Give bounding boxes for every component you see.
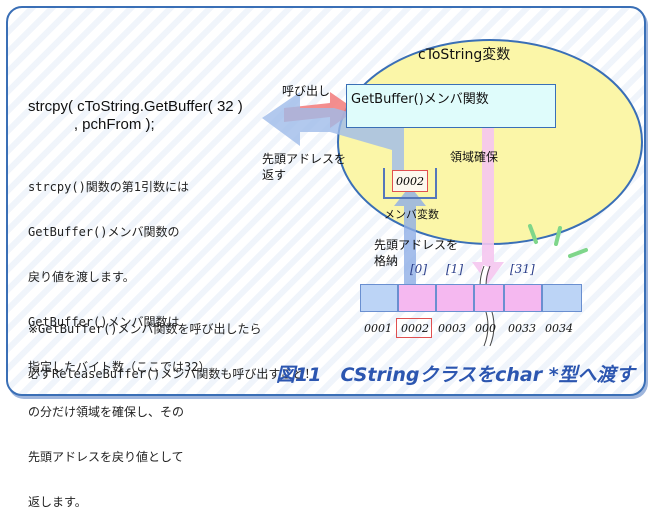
array-index: [0] xyxy=(410,262,427,276)
return-arrow xyxy=(262,92,404,178)
return-address-label-line1: 先頭アドレスを xyxy=(262,152,347,166)
description-line: GetBuffer()メンバ関数の xyxy=(28,225,180,239)
address-label: 0034 xyxy=(545,322,573,335)
store-address-label-line1: 先頭アドレスを xyxy=(374,238,459,252)
getbuffer-box-label: GetBuffer()メンバ関数 xyxy=(351,92,489,107)
note-text: ※GetBuffer()メンバ関数を呼び出したら 必ずReleaseBuffer… xyxy=(28,292,316,397)
array-index: [1] xyxy=(446,262,463,276)
accent-stroke-3 xyxy=(568,248,588,258)
accent-stroke-2 xyxy=(554,226,562,246)
array-cell xyxy=(436,284,474,312)
member-value: 0002 xyxy=(396,175,424,188)
call-label: 呼び出し xyxy=(282,84,331,98)
accent-stroke-1 xyxy=(528,224,538,244)
address-label: 000 xyxy=(475,322,496,335)
code-line-1: strcpy( cToString.GetBuffer( 32 ) xyxy=(28,98,243,115)
address-label: 0001 xyxy=(364,322,392,335)
address-label: 0002 xyxy=(401,322,429,335)
object-title: cToString変数 xyxy=(418,47,511,63)
array-cell xyxy=(474,284,504,312)
note-line: ※GetBuffer()メンバ関数を呼び出したら xyxy=(28,322,262,336)
array-index: [31] xyxy=(510,262,535,276)
member-box-bracket xyxy=(383,168,437,199)
store-address-label-line2: 格納 xyxy=(374,254,399,268)
note-line: 必ずReleaseBuffer()メンバ関数も呼び出すこと！ xyxy=(28,367,317,381)
description-line: 返します。 xyxy=(28,495,87,509)
array-cell xyxy=(360,284,398,312)
description-line: 指定したバイト数（ここでは32） xyxy=(28,360,211,374)
array-cell xyxy=(398,284,436,312)
description-line: 戻り値を渡します。 xyxy=(28,270,135,284)
reserve-label: 領域確保 xyxy=(450,150,499,164)
store-arrow xyxy=(394,186,426,284)
getbuffer-box: GetBuffer()メンバ関数 xyxy=(346,84,556,128)
return-address-label-line2: 返す xyxy=(262,168,287,182)
member-value-box: 0002 xyxy=(392,170,428,192)
address-label: 0003 xyxy=(438,322,466,335)
reserve-arrow xyxy=(472,122,504,284)
figure-caption: 図11 CStringクラスをchar *型へ渡す xyxy=(276,364,635,386)
description-line: の分だけ領域を確保し、その xyxy=(28,405,185,419)
member-label: メンバ変数 xyxy=(384,208,439,221)
array-cell xyxy=(504,284,542,312)
array-cell xyxy=(542,284,582,312)
code-line-2: , pchFrom ); xyxy=(28,116,155,133)
description-line: 先頭アドレスを戻り値として xyxy=(28,450,184,464)
description-line: strcpy()関数の第1引数には xyxy=(28,180,190,194)
description-line: GetBuffer()メンバ関数は xyxy=(28,315,180,329)
address-label: 0033 xyxy=(508,322,536,335)
highlight-address-box xyxy=(396,318,432,338)
